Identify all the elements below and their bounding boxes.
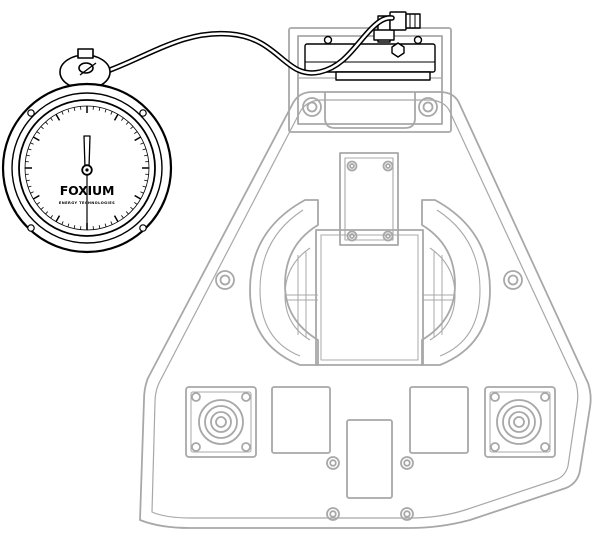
bottom-center-cutout [347,420,392,498]
square-plug-icon [485,387,555,457]
bolt-icon [504,271,522,289]
right-cutout [410,387,468,453]
bolt-icon [419,98,437,116]
bolt-icon [401,457,413,469]
bolt-icon [327,457,339,469]
bolt-icon [348,232,357,241]
left-crescent-arm [250,200,318,365]
screw-icon [140,110,146,116]
bolt-icon [303,98,321,116]
pressure-gauge-icon: FOXIUM ENERGY TECHNOLOGIES [3,49,171,252]
center-body-block [316,230,423,365]
top-bracket-notch [325,92,415,128]
screw-icon [28,110,34,116]
bolt-icon [348,162,357,171]
bolt-icon [384,162,393,171]
base-plate-assembly [140,28,591,528]
bolt-icon [384,232,393,241]
screw-icon [140,225,146,231]
base-plate-inner-edge [152,100,578,518]
screw-icon [28,225,34,231]
left-cutout [272,387,330,453]
bolt-icon [216,271,234,289]
square-plug-icon [186,387,256,457]
base-plate-outline [140,92,591,528]
right-crescent-arm [422,200,490,365]
